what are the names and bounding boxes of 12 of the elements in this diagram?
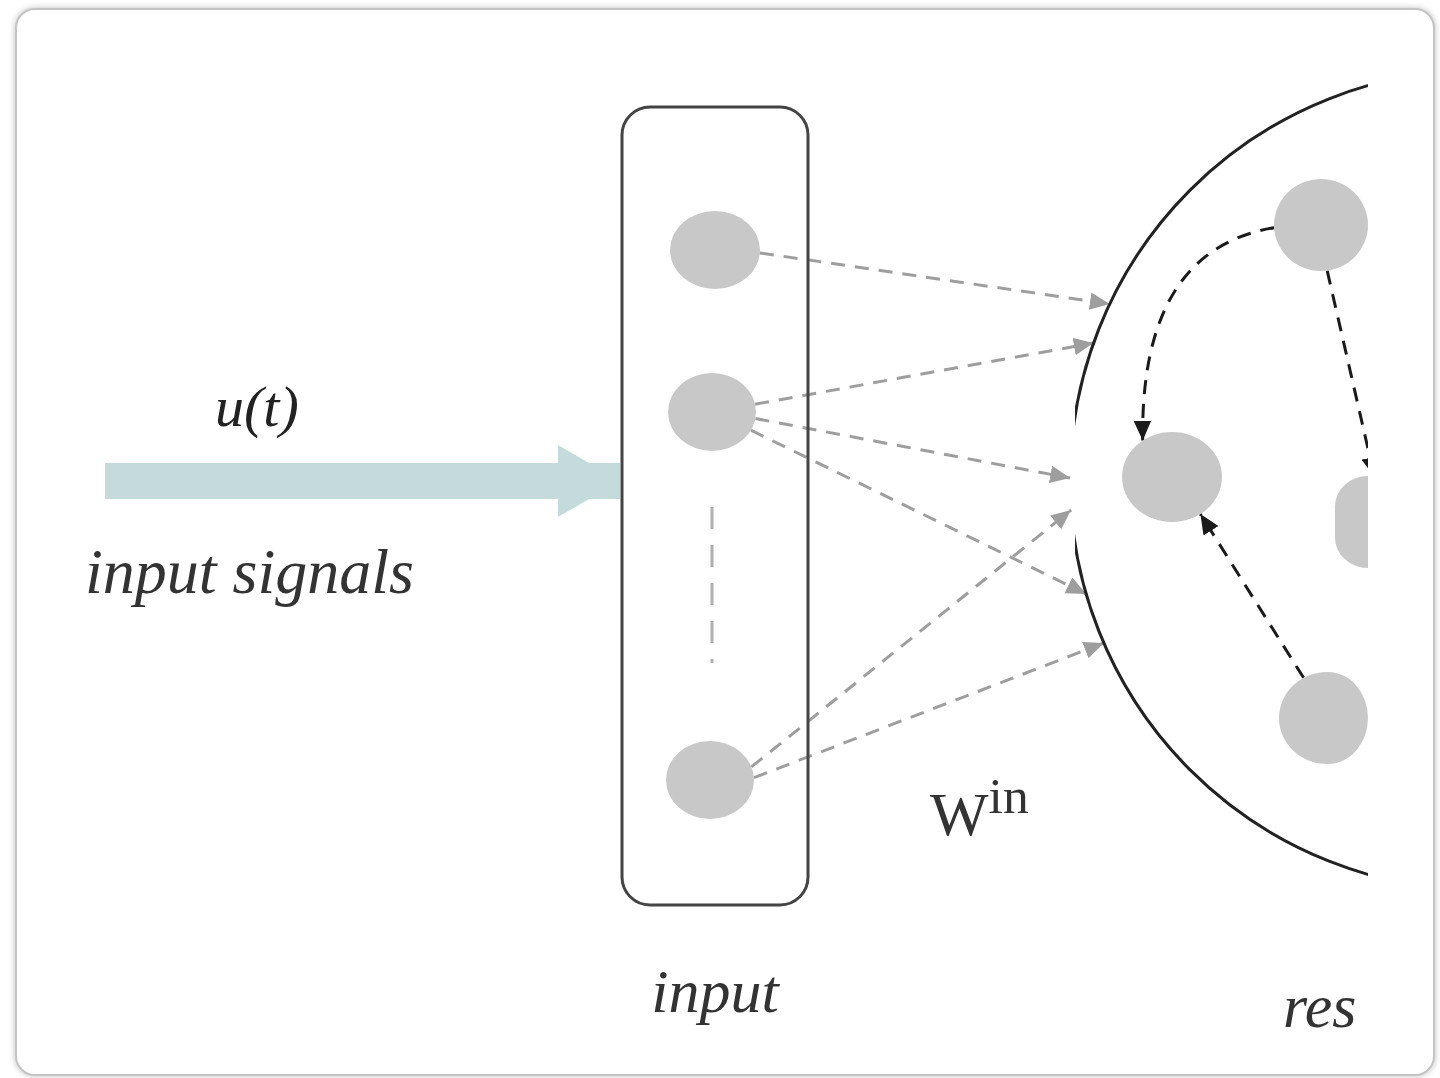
block-arrow	[105, 445, 620, 517]
arrow	[750, 508, 1073, 769]
edge-label: u(t)	[215, 378, 299, 436]
arrow	[1199, 513, 1305, 679]
weight-label: W$^{in}$	[930, 770, 1029, 845]
arrow	[750, 428, 1087, 596]
arrow	[754, 337, 1094, 406]
arrow	[755, 417, 1071, 483]
arrow	[1134, 226, 1275, 441]
arrow	[753, 641, 1105, 780]
layer-label: res	[1283, 975, 1357, 1030]
arrow	[759, 251, 1110, 310]
